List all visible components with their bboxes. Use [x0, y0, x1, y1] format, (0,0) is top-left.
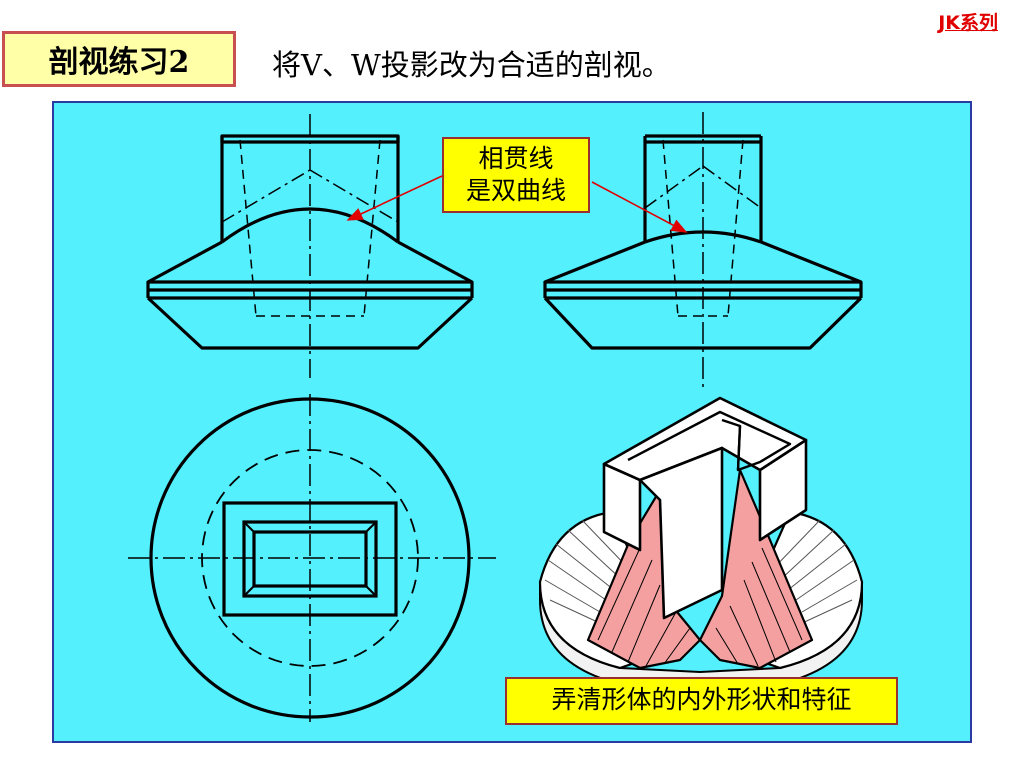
leader-arrows	[346, 175, 688, 233]
series-tag: JK系列	[938, 12, 998, 34]
side-view	[543, 112, 863, 390]
curve-note-line1: 相贯线	[478, 144, 554, 173]
front-view	[146, 114, 474, 378]
curve-note-line2: 是双曲线	[465, 176, 566, 205]
instruction-text: 将V、W投影改为合适的剖视。	[272, 48, 671, 82]
feature-note: 弄清形体的内外形状和特征	[505, 677, 898, 725]
intersection-curve-note: 相贯线 是双曲线	[442, 137, 590, 213]
top-view	[128, 394, 496, 722]
isometric-section-view	[538, 396, 864, 689]
page-title: 剖视练习2	[2, 31, 236, 87]
